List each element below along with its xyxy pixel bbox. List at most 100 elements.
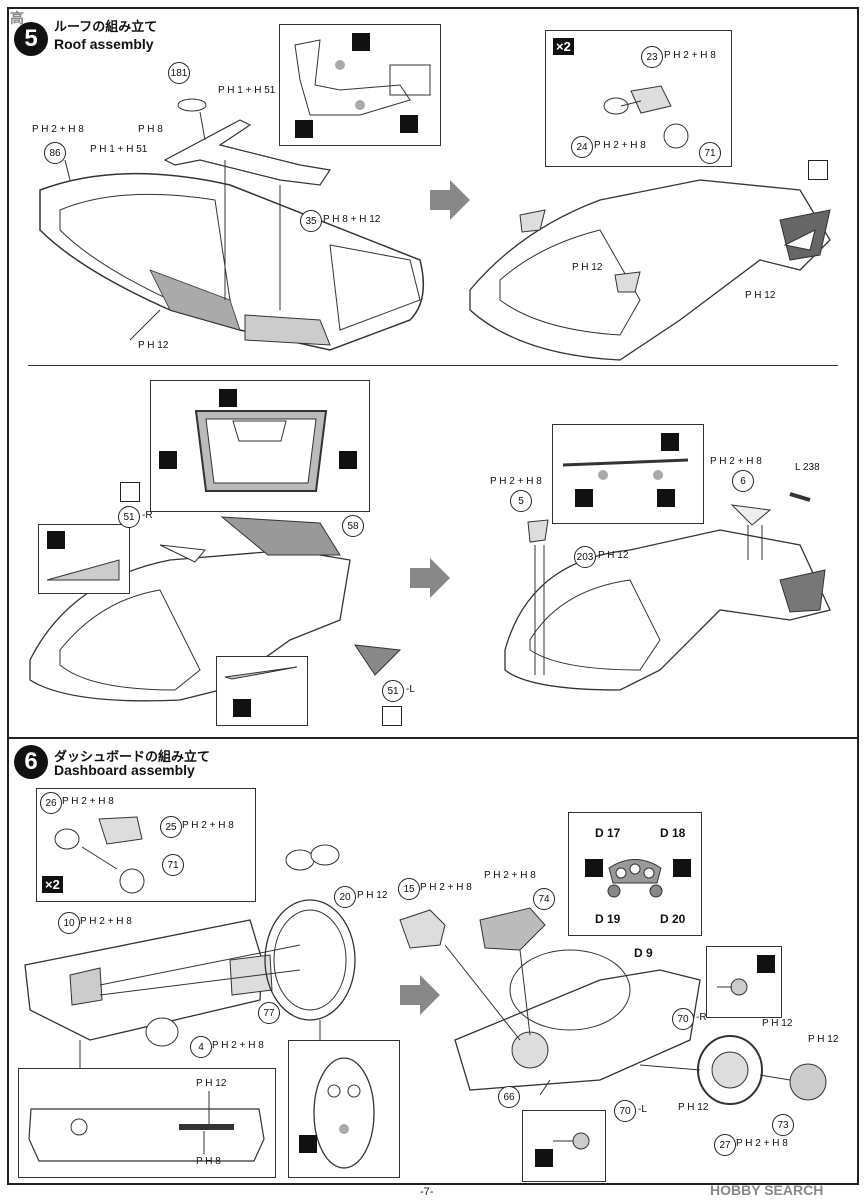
side-label-r: -R (142, 510, 153, 521)
paint-icon (673, 859, 691, 877)
paint-callout: P H 12 (138, 340, 169, 351)
paint-callout: P H 2 + H 8 (212, 1040, 264, 1051)
part-27: 27 (714, 1134, 736, 1156)
paint-icon (352, 33, 370, 51)
paint-callout: P H 8 + H 12 (323, 214, 381, 225)
paint-icon (299, 1135, 317, 1153)
watermark-logo-tl: 高 (10, 10, 24, 26)
part-66: 66 (498, 1086, 520, 1108)
paint-icon (219, 389, 237, 407)
side-label-r: -R (696, 1012, 707, 1023)
part-70-r: 70 (672, 1008, 694, 1030)
paint-callout: P H 1 + H 51 (90, 144, 148, 155)
decal-d19: D 19 (595, 912, 621, 926)
part-181: 181 (168, 62, 190, 84)
paint-icon (339, 451, 357, 469)
quantity-badge: ×2 (553, 38, 574, 55)
decal-d9: D 9 (634, 946, 653, 960)
paint-icon (757, 955, 775, 973)
paint-callout: P H 12 (196, 1078, 227, 1089)
paint-callout: P H 8 (138, 124, 163, 135)
step-5-title-en: Roof assembly (54, 36, 154, 52)
antenna-detail-callout (552, 424, 704, 524)
paint-callout: P H 2 + H 8 (484, 870, 536, 881)
window-r-drawing (46, 559, 120, 581)
step-6-badge: 6 (14, 745, 48, 779)
paint-icon (233, 699, 251, 717)
paint-callout: P H 1 + H 51 (218, 85, 276, 96)
step-arrow-icon (410, 558, 450, 598)
step-arrow-icon (400, 975, 440, 1015)
spoiler-detail-drawing (294, 39, 431, 116)
paint-callout: P H 8 (196, 1156, 221, 1167)
paint-callout: P H 12 (598, 550, 629, 561)
roof-panel-detail-callout (150, 380, 370, 512)
watermark-logo-br: HOBBY SEARCH (710, 1182, 824, 1198)
horn-drawing (717, 978, 748, 996)
window-l-detail-callout (216, 656, 308, 726)
gauge-cluster-decal-drawing (607, 859, 663, 898)
spoiler-detail-callout (279, 24, 441, 146)
paint-icon (535, 1149, 553, 1167)
gauge-parts-drawing (54, 816, 145, 894)
dash-bottom-detail-callout (18, 1068, 276, 1178)
gauge-x2-detail-callout (36, 788, 256, 902)
page-number: -7- (420, 1186, 434, 1198)
part-l238: L 238 (795, 462, 820, 473)
paint-icon (159, 451, 177, 469)
paint-callout: P H 2 + H 8 (420, 882, 472, 893)
window-l-drawing (224, 666, 298, 680)
step-5-number: 5 (24, 25, 38, 52)
decal-detail-callout (568, 812, 702, 936)
part-4: 4 (190, 1036, 212, 1058)
step-5-badge: 5 (14, 22, 48, 56)
step-6-title-jp: ダッシュボードの組み立て (54, 749, 211, 764)
stalk-detail-callout (522, 1110, 606, 1182)
paint-callout: P H 12 (678, 1102, 709, 1113)
window-r-detail-callout (38, 524, 130, 594)
paint-callout: P H 2 + H 8 (182, 820, 234, 831)
paint-callout: P H 2 + H 8 (710, 456, 762, 467)
paint-callout: P H 2 + H 8 (490, 476, 542, 487)
paint-callout: P H 12 (357, 890, 388, 901)
step-6-number: 6 (24, 748, 38, 775)
part-24: 24 (571, 136, 593, 158)
step-arrow-icon (430, 180, 470, 220)
paint-callout: P H 12 (762, 1018, 793, 1029)
part-25: 25 (160, 816, 182, 838)
paint-callout: P H 2 + H 8 (594, 140, 646, 151)
paint-callout: P H 2 + H 8 (62, 796, 114, 807)
paint-callout: P H 12 (572, 262, 603, 273)
part-58: 58 (342, 515, 364, 537)
paint-icon (295, 120, 313, 138)
quantity-badge: ×2 (42, 876, 63, 893)
antenna-drawing (562, 458, 689, 480)
paint-icon (808, 160, 828, 180)
paint-icon (661, 433, 679, 451)
part-77: 77 (258, 1002, 280, 1024)
paint-callout: P H 2 + H 8 (664, 50, 716, 61)
decal-d18: D 18 (660, 826, 686, 840)
part-10: 10 (58, 912, 80, 934)
paint-icon (575, 489, 593, 507)
paint-callout: P H 12 (808, 1034, 839, 1045)
part-23: 23 (641, 46, 663, 68)
part-71: 71 (699, 142, 721, 164)
part-86: 86 (44, 142, 66, 164)
dash-bottom-drawing (28, 1091, 265, 1162)
part-15: 15 (398, 878, 420, 900)
section-divider-1 (28, 365, 838, 366)
part-51-r: 51 (118, 506, 140, 528)
part-20: 20 (334, 886, 356, 908)
part-26: 26 (40, 792, 62, 814)
part-35: 35 (300, 210, 322, 232)
roof-panel-drawing (194, 410, 328, 492)
masking-icon (382, 706, 402, 726)
paint-icon (657, 489, 675, 507)
paint-callout: P H 2 + H 8 (80, 916, 132, 927)
decal-d17: D 17 (595, 826, 621, 840)
